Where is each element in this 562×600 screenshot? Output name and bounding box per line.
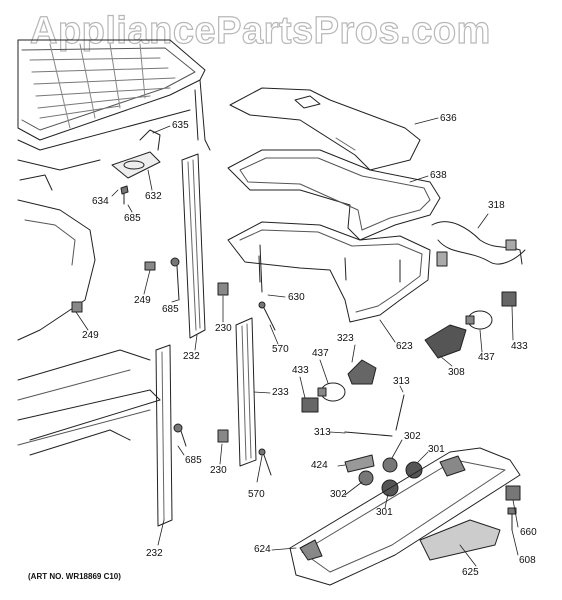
clip-249-upper xyxy=(144,261,156,271)
socket-433-right xyxy=(501,291,517,307)
part-636-plate xyxy=(229,87,421,171)
callout-301-upper: 301 xyxy=(428,444,445,455)
clip-230-lower xyxy=(217,429,229,443)
callout-424: 424 xyxy=(311,460,328,471)
rod-630 xyxy=(259,244,263,293)
screw-570-upper xyxy=(258,301,276,331)
knob-301-upper xyxy=(405,461,423,479)
screw-685-low xyxy=(173,423,187,447)
wire-harness-318 xyxy=(431,221,526,267)
callout-623: 623 xyxy=(396,341,413,352)
clip-230-upper xyxy=(217,282,229,296)
part-624-control-housing xyxy=(289,447,521,586)
callout-437-right: 437 xyxy=(478,352,495,363)
callout-233: 233 xyxy=(272,387,289,398)
callout-685-low: 685 xyxy=(185,455,202,466)
callout-230-upper: 230 xyxy=(215,323,232,334)
lamp-437-left xyxy=(317,382,346,402)
callout-635: 635 xyxy=(172,120,189,131)
cabinet-shelf xyxy=(17,39,211,171)
callout-302-lower: 302 xyxy=(330,489,347,500)
part-623-tray xyxy=(227,221,431,323)
part-323-housing xyxy=(347,359,377,385)
callout-632: 632 xyxy=(145,191,162,202)
callout-249-lower: 249 xyxy=(82,330,99,341)
callout-301-lower: 301 xyxy=(376,507,393,518)
part-308-cap xyxy=(424,324,467,359)
callout-232-upper: 232 xyxy=(183,351,200,362)
callout-302-upper: 302 xyxy=(404,431,421,442)
watermark-text: AppliancePartsPros.com xyxy=(29,9,491,52)
art-number-label: (ART NO. WR18869 C10) xyxy=(28,572,121,581)
callout-624: 624 xyxy=(254,544,271,555)
part-638-frame xyxy=(227,149,441,241)
screw-570-lower xyxy=(258,448,272,476)
callout-608: 608 xyxy=(519,555,536,566)
knob-302-upper xyxy=(382,457,398,473)
callout-433-left: 433 xyxy=(292,365,309,376)
callout-625: 625 xyxy=(462,567,479,578)
part-625-strip xyxy=(419,519,501,561)
screw-608 xyxy=(507,507,517,531)
callout-437-left: 437 xyxy=(312,348,329,359)
callout-323: 323 xyxy=(337,333,354,344)
callout-638: 638 xyxy=(430,170,447,181)
callout-570-lower: 570 xyxy=(248,489,265,500)
wire-313-lower xyxy=(344,431,393,437)
screw-685-mid xyxy=(170,257,180,301)
callout-313-upper: 313 xyxy=(393,376,410,387)
part-232-rail-lower xyxy=(155,344,173,527)
callout-249-upper: 249 xyxy=(134,295,151,306)
callout-685-top: 685 xyxy=(124,213,141,224)
knob-302-lower xyxy=(358,470,374,486)
callout-685-mid: 685 xyxy=(162,304,179,315)
clip-249-lower xyxy=(71,301,83,313)
callout-660: 660 xyxy=(520,527,537,538)
part-233-rail xyxy=(235,317,257,467)
callout-630: 630 xyxy=(288,292,305,303)
callout-570-upper: 570 xyxy=(272,344,289,355)
callout-308: 308 xyxy=(448,367,465,378)
cabinet-left-wall xyxy=(17,174,161,456)
bracket-424 xyxy=(344,454,375,473)
lamp-437-right xyxy=(465,310,493,330)
part-632-light-cover xyxy=(111,129,161,179)
callout-433-right: 433 xyxy=(511,341,528,352)
callout-313-lower: 313 xyxy=(314,427,331,438)
callout-232-lower: 232 xyxy=(146,548,163,559)
switch-660 xyxy=(505,485,521,501)
callout-318: 318 xyxy=(488,200,505,211)
screw-685-top xyxy=(120,185,129,205)
part-232-rail-upper xyxy=(181,153,206,339)
callout-230-lower: 230 xyxy=(210,465,227,476)
wire-313-upper xyxy=(395,394,405,431)
callout-634: 634 xyxy=(92,196,109,207)
callout-636: 636 xyxy=(440,113,457,124)
socket-433-left xyxy=(301,397,319,413)
